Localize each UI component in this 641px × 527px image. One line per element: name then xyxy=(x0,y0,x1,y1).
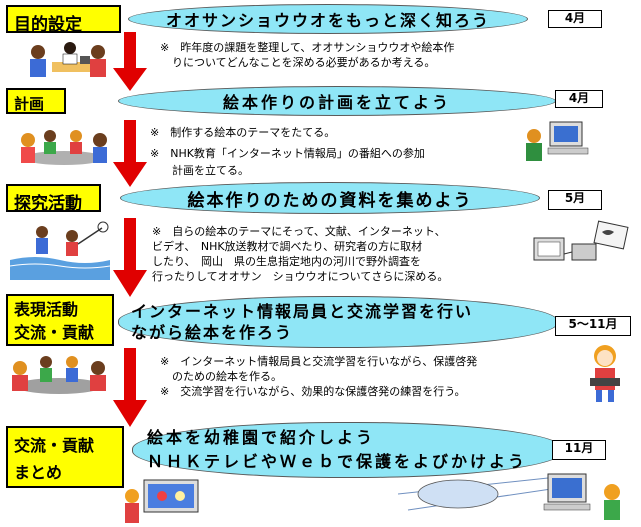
phase-label-exchange-summary: 交流・貢献 まとめ xyxy=(6,426,124,488)
phase-label-inquiry: 探究活動 xyxy=(6,184,101,214)
network-computer-illustration xyxy=(398,473,620,520)
month-badge-3: 5月 xyxy=(548,190,602,210)
goal-banner-1: オオサンショウウオをもっと深く知ろう xyxy=(128,4,528,34)
phase-label-goal-setting: 目的設定 xyxy=(6,5,121,35)
activity-notes-1: ※ 昨年度の課題を整理して、オオサンショウウオや絵本作 りについてどんなことを深… xyxy=(160,41,455,69)
phase-label-expression-exchange: 表現活動 交流・貢献 xyxy=(6,294,114,346)
activity-notes-2: ※ 制作する絵本のテーマをたてる。 ※ NHK教育「インターネット情報局」の番組… xyxy=(150,126,425,177)
month-badge-2: 4月 xyxy=(555,90,603,108)
flow-arrow-2 xyxy=(113,120,147,187)
month-badge-4: 5～11月 xyxy=(555,316,631,336)
group-study-illustration xyxy=(12,356,106,394)
goal-banner-3: 絵本作りのための資料を集めよう xyxy=(120,182,540,214)
computer-student-illustration xyxy=(526,121,589,161)
tv-presentation-illustration xyxy=(125,479,199,523)
discussion-illustration xyxy=(21,130,107,165)
river-survey-illustration xyxy=(10,221,110,280)
girl-with-camera-illustration xyxy=(590,345,620,402)
flow-arrow-4 xyxy=(113,348,147,427)
media-equipment-illustration xyxy=(533,220,629,261)
flow-arrow-1 xyxy=(113,32,147,91)
activity-notes-3: ※ 自らの絵本のテーマにそって、文献、インターネット、 ビデオ、 NHK放送教材… xyxy=(152,225,449,283)
month-badge-5: 11月 xyxy=(552,440,606,460)
month-badge-1: 4月 xyxy=(548,10,602,28)
flow-arrow-3 xyxy=(113,218,147,297)
activity-notes-4: ※ インターネット情報局員と交流学習を行いながら、保護啓発 のための絵本を作る。… xyxy=(160,355,478,398)
students-illustration xyxy=(30,42,106,77)
phase-label-planning: 計画 xyxy=(6,88,66,114)
goal-banner-4: インターネット情報局員と交流学習を行い ながら絵本を作ろう xyxy=(118,296,558,348)
goal-banner-5: 絵本を幼稚園で紹介しよう ＮＨＫテレビやＷｅｂで保護をよびかけよう xyxy=(132,422,564,478)
goal-banner-2: 絵本作りの計画を立てよう xyxy=(118,86,556,116)
